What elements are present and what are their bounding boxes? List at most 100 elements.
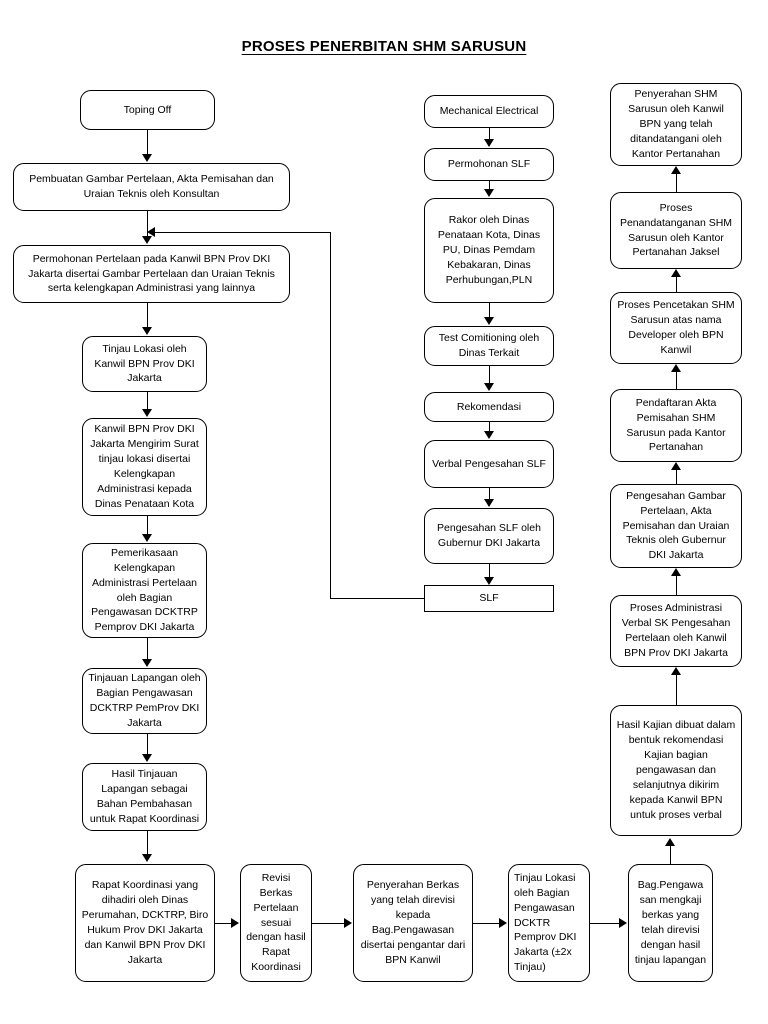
- node-label: Rekomendasi: [456, 400, 522, 413]
- connector-pembuatan-to-permohonan: [147, 211, 149, 238]
- arrowhead-test-to-rekomendasi: [484, 383, 494, 391]
- arrowhead-bagpengawasan-to-hasilkajian: [665, 838, 675, 846]
- node-label: Mechanical Electrical: [439, 105, 539, 118]
- arrowhead-slf-feedback: [147, 227, 155, 237]
- connector-pengesahan-to-slf: [489, 564, 491, 578]
- node-label: Proses Pencetakan SHM Sarusun atas nama …: [617, 299, 735, 356]
- connector-slf-feedback-horizontal-top: [152, 232, 331, 234]
- node-toping-off: Toping Off: [80, 90, 215, 130]
- connector-rekomendasi-to-verbal: [489, 422, 491, 433]
- connector-tinjau-to-kanwil: [147, 392, 149, 412]
- node-penyerahan-berkas: Penyerahan Berkas yang telah direvisi ke…: [353, 864, 473, 982]
- connector-permohonan-slf-to-rakor: [489, 181, 491, 191]
- connector-slf-feedback-horizontal-bottom: [330, 598, 425, 600]
- node-rakor-dinas: Rakor oleh Dinas Penataan Kota, Dinas PU…: [424, 198, 554, 303]
- connector-penandatanganan-to-penyerahan: [676, 174, 678, 193]
- node-label: Rapat Koordinasi yang dihadiri oleh Dina…: [81, 879, 209, 966]
- node-rekomendasi: Rekomendasi: [424, 392, 554, 422]
- node-hasil-kajian: Hasil Kajian dibuat dalam bentuk rekomen…: [610, 705, 742, 836]
- connector-mechanical-to-permohonan-slf: [489, 128, 491, 141]
- connector-kanwil-to-pemeriksaan: [147, 516, 149, 537]
- node-label: Test Comitioning oleh Dinas Terkait: [438, 332, 540, 359]
- connector-tinjauan-to-hasil: [147, 734, 149, 756]
- connector-verbal-to-pengesahan: [489, 488, 491, 501]
- connector-pengesahan-to-pendaftaran: [676, 470, 678, 485]
- arrowhead-tinjauan-to-hasil: [142, 754, 152, 762]
- node-pemeriksaan-kelengkapan: Pemerikasaan Kelengkapan Administrasi Pe…: [82, 543, 207, 638]
- node-label: Bag.Pengawa san mengkaji berkas yang tel…: [634, 879, 707, 966]
- node-label: Hasil Tinjauan Lapangan sebagai Bahan Pe…: [89, 768, 200, 825]
- arrowhead-hasil-to-rapat: [142, 854, 152, 862]
- node-verbal-pengesahan-slf: Verbal Pengesahan SLF: [424, 440, 554, 488]
- arrowhead-prosesadmin-to-pengesahan: [671, 568, 681, 576]
- arrowhead-tinjau-to-bagpengawasan: [619, 918, 627, 928]
- connector-hasil-to-rapat: [147, 831, 149, 856]
- node-hasil-tinjauan-lapangan: Hasil Tinjauan Lapangan sebagai Bahan Pe…: [82, 763, 207, 831]
- node-label: Pendaftaran Akta Pemisahan SHM Sarusun p…: [626, 396, 726, 454]
- arrowhead-rapat-to-revisi: [231, 918, 239, 928]
- connector-pemeriksaan-to-tinjauan: [147, 638, 149, 660]
- connector-toping-to-pembuatan: [147, 130, 149, 156]
- node-rapat-koordinasi: Rapat Koordinasi yang dihadiri oleh Dina…: [75, 864, 215, 982]
- node-proses-penandatanganan: Proses Penandatanganan SHM Sarusun oleh …: [610, 192, 742, 269]
- node-tinjau-lokasi-dcktr: Tinjau Lokasi oleh Bagian Pengawasan DCK…: [508, 864, 590, 982]
- node-penyerahan-shm-sarusun: Penyerahan SHM Sarusun oleh Kanwil BPN y…: [610, 83, 742, 166]
- connector-pendaftaran-to-pencetakan: [676, 372, 678, 390]
- node-label: Tinjau Lokasi oleh Kanwil BPN Prov DKI J…: [94, 342, 195, 385]
- arrowhead-rekomendasi-to-verbal: [484, 431, 494, 439]
- node-label: Pembuatan Gambar Pertelaan, Akta Pemisah…: [29, 173, 274, 200]
- node-label: Tinjauan Lapangan oleh Bagian Pengawasan…: [88, 672, 201, 729]
- connector-rakor-to-test: [489, 303, 491, 319]
- node-bag-pengawasan-mengkaji: Bag.Pengawa san mengkaji berkas yang tel…: [628, 864, 713, 982]
- arrowhead-hasilkajian-to-prosesadmin: [671, 667, 681, 675]
- node-proses-pencetakan: Proses Pencetakan SHM Sarusun atas nama …: [610, 292, 742, 364]
- page-title: PROSES PENERBITAN SHM SARUSUN: [241, 38, 527, 55]
- connector-permohonan-to-tinjau: [147, 303, 149, 329]
- node-permohonan-slf: Permohonan SLF: [424, 148, 554, 181]
- arrowhead-verbal-to-pengesahan: [484, 499, 494, 507]
- arrowhead-pembuatan-to-permohonan: [142, 236, 152, 244]
- node-label: Penyerahan SHM Sarusun oleh Kanwil BPN y…: [628, 88, 724, 160]
- node-label: Permohonan SLF: [447, 158, 531, 171]
- node-label: Pemerikasaan Kelengkapan Administrasi Pe…: [91, 546, 198, 634]
- node-label: Hasil Kajian dibuat dalam bentuk rekomen…: [616, 719, 736, 821]
- node-permohonan-pertelaan: Permohonan Pertelaan pada Kanwil BPN Pro…: [13, 245, 290, 303]
- node-test-comitioning: Test Comitioning oleh Dinas Terkait: [424, 326, 554, 366]
- connector-pencetakan-to-penandatanganan: [676, 277, 678, 293]
- arrowhead-penyerahan-to-tinjau: [499, 918, 507, 928]
- node-label: Tinjau Lokasi oleh Bagian Pengawasan DCK…: [514, 871, 577, 974]
- arrowhead-kanwil-to-pemeriksaan: [142, 534, 152, 542]
- node-label: Revisi Berkas Pertelaan sesuai dengan ha…: [246, 871, 306, 974]
- node-pengesahan-gambar-pertelaan: Pengesahan Gambar Pertelaan, Akta Pemisa…: [610, 484, 742, 568]
- arrowhead-revisi-to-penyerahan: [344, 918, 352, 928]
- node-label: Permohonan Pertelaan pada Kanwil BPN Pro…: [28, 252, 275, 295]
- node-pendaftaran-akta-pemisahan: Pendaftaran Akta Pemisahan SHM Sarusun p…: [610, 389, 742, 462]
- node-label: Toping Off: [123, 103, 172, 116]
- connector-prosesadmin-to-pengesahan: [676, 576, 678, 596]
- connector-bagpengawasan-to-hasilkajian: [670, 845, 672, 864]
- connector-slf-feedback-vertical: [330, 232, 332, 599]
- node-revisi-berkas: Revisi Berkas Pertelaan sesuai dengan ha…: [240, 864, 312, 982]
- node-label: SLF: [479, 592, 499, 605]
- connector-penyerahan-to-tinjau: [473, 923, 500, 925]
- node-pengesahan-slf-gubernur: Pengesahan SLF oleh Gubernur DKI Jakarta: [424, 508, 554, 564]
- connector-test-to-rekomendasi: [489, 366, 491, 384]
- arrowhead-mechanical-to-permohonan-slf: [484, 139, 494, 147]
- arrowhead-pengesahan-to-pendaftaran: [671, 462, 681, 470]
- arrowhead-penandatanganan-to-penyerahan: [671, 166, 681, 174]
- node-label: Pengesahan SLF oleh Gubernur DKI Jakarta: [437, 522, 541, 549]
- connector-hasilkajian-to-prosesadmin: [676, 675, 678, 706]
- node-slf: SLF: [424, 585, 554, 612]
- arrowhead-pendaftaran-to-pencetakan: [671, 364, 681, 372]
- connector-rapat-to-revisi: [215, 923, 233, 925]
- node-pembuatan-gambar-pertelaan: Pembuatan Gambar Pertelaan, Akta Pemisah…: [13, 163, 290, 211]
- arrowhead-toping-to-pembuatan: [142, 154, 152, 162]
- arrowhead-tinjau-to-kanwil: [142, 409, 152, 417]
- node-label: Proses Administrasi Verbal SK Pengesahan…: [621, 602, 731, 659]
- node-mechanical-electrical: Mechanical Electrical: [424, 95, 554, 128]
- node-label: Kanwil BPN Prov DKI Jakarta Mengirim Sur…: [90, 423, 199, 510]
- node-tinjauan-lapangan: Tinjauan Lapangan oleh Bagian Pengawasan…: [82, 668, 207, 734]
- node-label: Pengesahan Gambar Pertelaan, Akta Pemisa…: [622, 489, 730, 562]
- node-label: Penyerahan Berkas yang telah direvisi ke…: [360, 879, 466, 966]
